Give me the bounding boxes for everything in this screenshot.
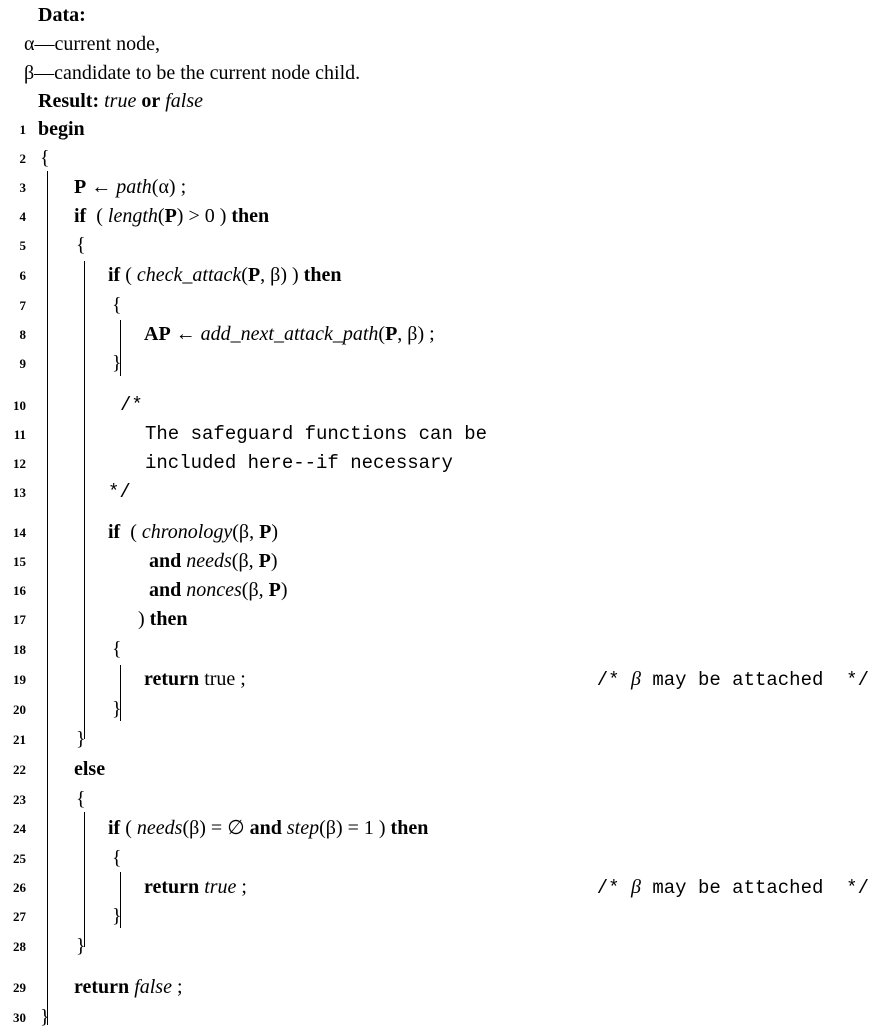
line-number: 27 — [13, 909, 26, 924]
code-line-28: } — [76, 935, 86, 957]
code-line-2: { — [40, 147, 50, 169]
comment-line-19: /* β may be attached */ — [596, 668, 869, 691]
code-line-6: if ( check_attack(P, β) ) then — [108, 264, 342, 286]
line-number: 17 — [13, 612, 26, 627]
indent-bar-else — [84, 812, 85, 947]
line-number: 13 — [13, 485, 26, 500]
code-line-14: if ( chronology(β, P) — [108, 521, 278, 543]
result-line: Result: true or false — [38, 90, 203, 112]
code-line-3: P ← path(α) ; — [74, 176, 187, 198]
line-number: 30 — [13, 1010, 26, 1025]
code-line-29: return false ; — [74, 976, 183, 998]
code-line-13: */ — [108, 481, 131, 503]
indent-bar-needs-step — [120, 872, 121, 928]
code-line-16: and nonces(β, P) — [149, 579, 288, 601]
code-line-27: } — [112, 905, 122, 927]
line-number: 23 — [13, 792, 26, 807]
code-line-18: { — [112, 638, 122, 660]
line-number: 28 — [13, 939, 26, 954]
code-line-8: AP ← add_next_attack_path(P, β) ; — [144, 323, 435, 345]
code-line-20: } — [112, 698, 122, 720]
line-number: 18 — [13, 642, 26, 657]
line-number: 10 — [13, 398, 26, 413]
code-line-15: and needs(β, P) — [149, 550, 278, 572]
code-line-1: begin — [38, 118, 85, 140]
code-line-7: { — [112, 294, 122, 316]
line-number: 9 — [19, 356, 27, 371]
line-number: 4 — [19, 209, 27, 224]
line-number: 3 — [19, 180, 27, 195]
line-number: 11 — [13, 427, 26, 442]
indent-bar-chronology — [120, 665, 121, 721]
code-line-9: } — [112, 352, 122, 374]
indent-bar-begin — [47, 171, 48, 1025]
code-line-19: return true ; — [144, 668, 246, 690]
line-number: 21 — [13, 732, 26, 747]
line-number: 15 — [13, 554, 26, 569]
comment-line-26: /* β may be attached */ — [596, 876, 869, 899]
line-number: 20 — [13, 702, 26, 717]
code-line-10: /* — [120, 394, 143, 416]
code-line-4: if ( length(P) > 0 ) then — [74, 205, 270, 227]
code-line-30: } — [40, 1006, 50, 1028]
line-number: 26 — [13, 880, 26, 895]
line-number: 6 — [19, 268, 27, 283]
code-line-26: return true ; — [144, 876, 247, 898]
code-line-11: The safeguard functions can be — [145, 423, 488, 445]
line-number: 5 — [19, 238, 27, 253]
line-number: 7 — [19, 298, 27, 313]
code-line-21: } — [76, 728, 86, 750]
line-number: 2 — [19, 151, 27, 166]
line-number: 8 — [19, 327, 27, 342]
data-label: Data: — [38, 4, 86, 26]
code-line-17: ) then — [138, 608, 188, 630]
indent-bar-if-length — [84, 261, 85, 739]
line-number: 22 — [13, 762, 26, 777]
code-line-5: { — [76, 234, 86, 256]
code-line-12: included here--if necessary — [145, 452, 453, 474]
alpha-description: α—current node, — [24, 33, 160, 55]
line-number: 1 — [19, 122, 27, 137]
beta-description: β—candidate to be the current node child… — [24, 62, 361, 84]
line-number: 16 — [13, 583, 26, 598]
code-line-24: if ( needs(β) = ∅ and step(β) = 1 ) then — [108, 817, 429, 839]
code-line-25: { — [112, 847, 122, 869]
indent-bar-check-attack — [120, 320, 121, 376]
line-number: 14 — [13, 525, 26, 540]
code-line-23: { — [76, 788, 86, 810]
code-line-22: else — [74, 758, 106, 780]
line-number: 29 — [13, 980, 26, 995]
line-number: 25 — [13, 851, 26, 866]
line-number: 19 — [13, 672, 26, 687]
line-number: 24 — [13, 821, 26, 836]
line-number: 12 — [13, 456, 26, 471]
